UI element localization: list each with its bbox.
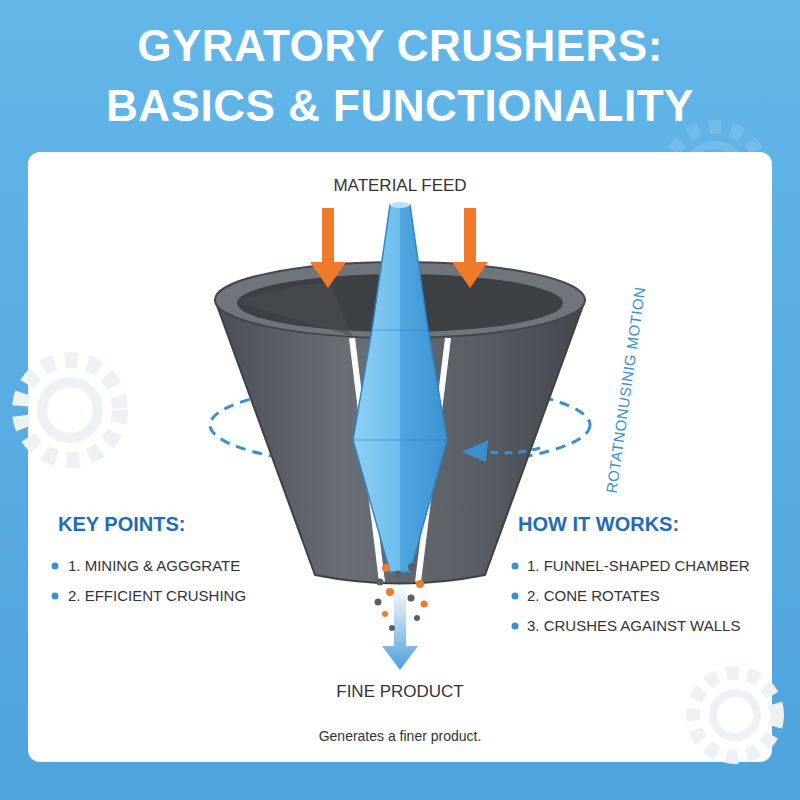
rotation-path: [488, 448, 540, 453]
rotation-arrowhead: [462, 440, 488, 462]
list-item: 3. CRUSHES AGAINST WALLS: [527, 617, 740, 635]
feed-label: MATERIAL FEED: [333, 176, 466, 196]
crushed-particles: [375, 563, 428, 631]
title: GYRATORY CRUSHERS: BASICS & FUNCTIONALIT…: [75, 16, 725, 136]
caption: Generates a finer product.: [319, 728, 482, 744]
feed-arrow: [310, 208, 488, 288]
output-arrow: [382, 585, 418, 670]
list-item: 2. CONE ROTATES: [527, 587, 660, 605]
section-heading: KEY POINTS:: [58, 512, 185, 536]
section-heading: HOW IT WORKS:: [518, 512, 679, 536]
list-item: 2. EFFICIENT CRUSHING: [68, 587, 246, 605]
content-panel: [28, 152, 772, 762]
list-item: 1. MINING & AGGGRATE: [68, 557, 240, 575]
output-label: FINE PRODUCT: [336, 682, 464, 702]
list-item: 1. FUNNEL-SHAPED CHAMBER: [527, 557, 750, 575]
crushing-cone: [353, 202, 447, 572]
